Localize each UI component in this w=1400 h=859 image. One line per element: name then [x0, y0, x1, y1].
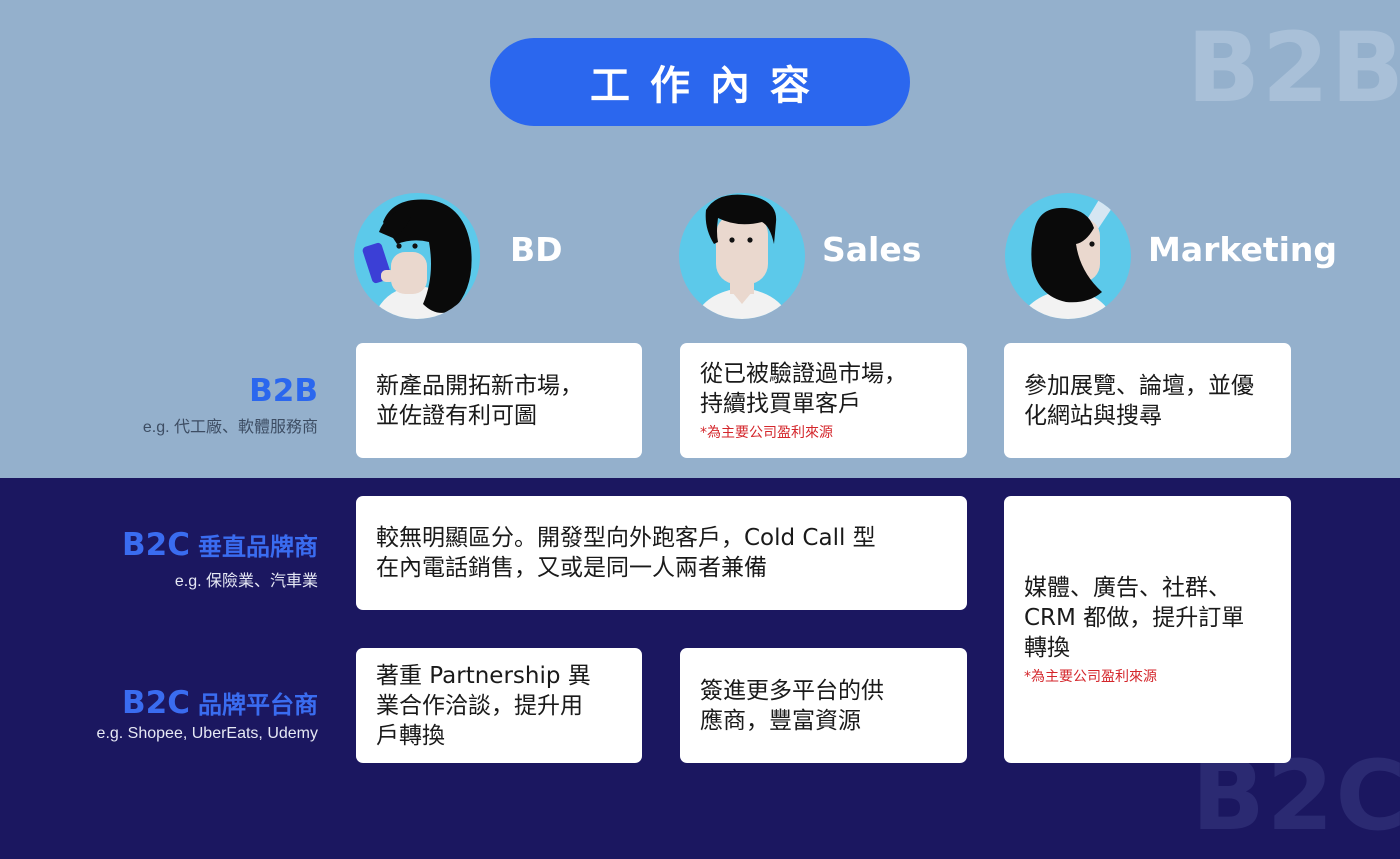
page-title: 工作內容: [490, 38, 910, 126]
row-b2c-platform-sub: 品牌平台商: [198, 691, 318, 719]
role-bd-label: BD: [510, 230, 563, 269]
card-b2c-vertical-bd-sales-text: 較無明顯區分。開發型向外跑客戶，Cold Call 型 在內電話銷售，又或是同一…: [376, 525, 876, 581]
woman-phone-avatar-icon: [354, 193, 480, 319]
woman-side-avatar-icon: [1005, 193, 1131, 319]
card-b2b-sales-note: *為主要公司盈利來源: [700, 424, 833, 441]
man-avatar-icon: [679, 193, 805, 319]
b2b-watermark: B2B: [1186, 12, 1400, 124]
card-b2c-marketing-text: 媒體、廣告、社群、 CRM 都做，提升訂單 轉換: [1024, 574, 1245, 661]
row-b2c-vertical-title: B2C 垂直品牌商: [122, 530, 318, 561]
row-b2c-platform-code: B2C: [122, 685, 190, 721]
card-b2c-platform-sales: 簽進更多平台的供 應商，豐富資源: [680, 648, 967, 763]
card-b2b-marketing-text: 參加展覽、論壇，並優 化網站與搜尋: [1024, 372, 1254, 429]
card-b2b-bd-text: 新產品開拓新市場， 並佐證有利可圖: [376, 372, 583, 429]
card-b2b-sales-text: 從已被驗證過市場， 持續找買單客戶: [700, 360, 907, 417]
row-b2c-platform-title: B2C 品牌平台商: [97, 688, 318, 719]
card-b2c-platform-bd-text: 著重 Partnership 異 業合作洽談，提升用 戶轉換: [376, 662, 591, 749]
card-b2b-bd: 新產品開拓新市場， 並佐證有利可圖: [356, 343, 642, 458]
role-marketing-label: Marketing: [1148, 230, 1338, 269]
card-b2b-marketing: 參加展覽、論壇，並優 化網站與搜尋: [1004, 343, 1291, 458]
row-label-b2b: B2B e.g. 代工廠、軟體服務商: [143, 376, 318, 437]
card-b2b-sales: 從已被驗證過市場， 持續找買單客戶 *為主要公司盈利來源: [680, 343, 967, 458]
row-b2c-vertical-code: B2C: [122, 527, 190, 563]
row-b2b-title: B2B: [249, 373, 318, 409]
card-b2c-vertical-bd-sales: 較無明顯區分。開發型向外跑客戶，Cold Call 型 在內電話銷售，又或是同一…: [356, 496, 967, 610]
row-b2c-platform-example: e.g. Shopee, UberEats, Udemy: [96, 725, 318, 742]
row-b2c-vertical-sub: 垂直品牌商: [198, 533, 318, 561]
card-b2c-platform-bd: 著重 Partnership 異 業合作洽談，提升用 戶轉換: [356, 648, 642, 763]
card-b2c-marketing: 媒體、廣告、社群、 CRM 都做，提升訂單 轉換 *為主要公司盈利來源: [1004, 496, 1291, 763]
row-label-b2c-platform: B2C 品牌平台商 e.g. Shopee, UberEats, Udemy: [97, 688, 318, 743]
b2c-watermark: B2C: [1191, 740, 1400, 852]
card-b2c-platform-sales-text: 簽進更多平台的供 應商，豐富資源: [700, 677, 884, 734]
role-sales-label: Sales: [822, 230, 922, 269]
row-b2b-example: e.g. 代工廠、軟體服務商: [142, 419, 318, 436]
row-label-b2c-vertical: B2C 垂直品牌商 e.g. 保險業、汽車業: [122, 530, 318, 591]
row-b2c-vertical-example: e.g. 保險業、汽車業: [174, 573, 318, 590]
card-b2c-marketing-note: *為主要公司盈利來源: [1024, 668, 1157, 685]
